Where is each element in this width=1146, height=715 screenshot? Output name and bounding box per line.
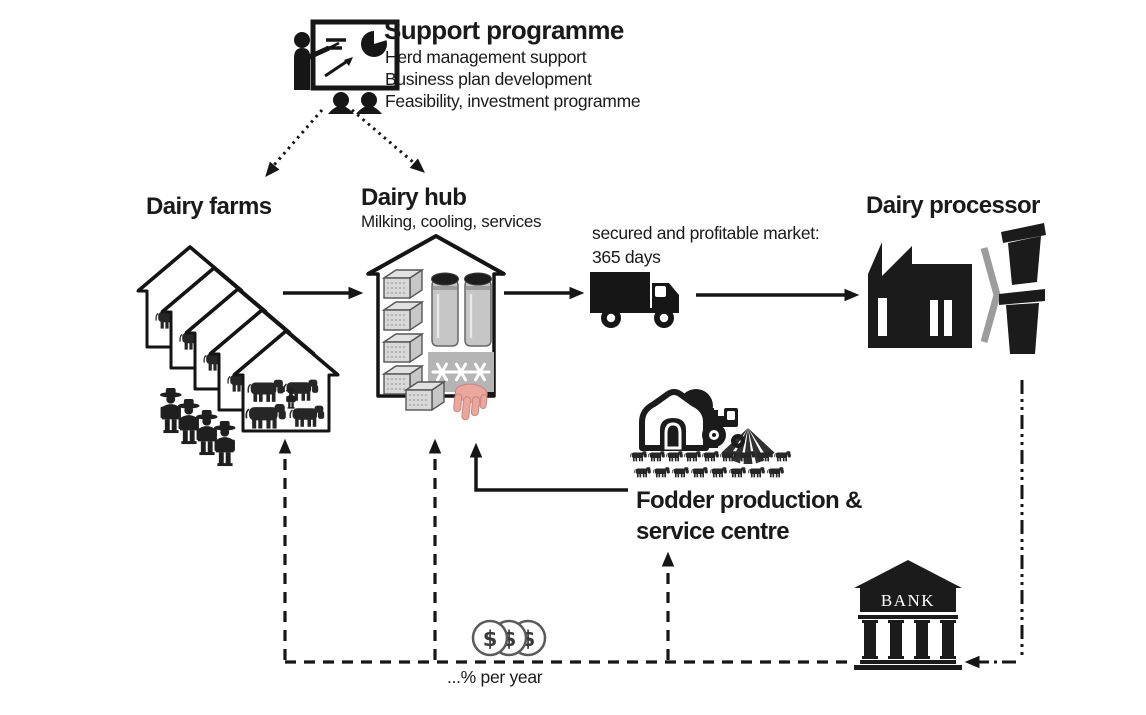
- dashed-line-bank-return: [278, 438, 852, 664]
- fodder-centre-title-line1: Fodder production &: [636, 487, 863, 514]
- coins-icon: $ $ $: [471, 619, 547, 657]
- dotted-arrow-support-to-farms: [265, 109, 324, 177]
- dotted-arrow-support-to-hub: [351, 108, 425, 173]
- dairy-processor-title: Dairy processor: [866, 192, 1040, 219]
- dairy-farms-icon: [136, 245, 340, 433]
- fodder-centre-title-line2: service centre: [636, 518, 790, 545]
- process-chevron-icon: [980, 247, 1001, 343]
- support-programme-presentation-icon: [294, 19, 400, 114]
- dairy-hub-title: Dairy hub: [361, 184, 467, 211]
- cattle-rows-icon: [630, 450, 792, 478]
- coin-dollar-glyph: $: [483, 627, 498, 651]
- bank-icon: BANK: [854, 560, 962, 670]
- dairy-products-icon: [999, 223, 1046, 354]
- factory-icon: [868, 242, 972, 348]
- arrow-hub-to-truck: [504, 286, 585, 300]
- support-service-2: Business plan development: [385, 69, 592, 89]
- dashdot-line-processor-to-bank: [964, 380, 1024, 669]
- market-note-line2: 365 days: [592, 247, 661, 267]
- bank-label: BANK: [881, 591, 935, 610]
- support-service-1: Herd management support: [385, 47, 587, 67]
- arrow-fodder-to-hub: [469, 442, 628, 492]
- dairy-hub-icon: [366, 234, 506, 421]
- support-programme-title: Support programme: [384, 15, 624, 45]
- arrow-truck-to-processor: [696, 288, 860, 302]
- interest-note: ...% per year: [447, 667, 543, 687]
- market-note-line1: secured and profitable market:: [592, 223, 820, 243]
- truck-icon: [590, 272, 679, 328]
- milking-hand-icon: [453, 383, 488, 421]
- support-service-3: Feasibility, investment programme: [385, 91, 641, 111]
- dairy-hub-subtitle: Milking, cooling, services: [361, 212, 542, 231]
- arrow-farms-to-hub: [283, 286, 364, 300]
- dairy-farms-title: Dairy farms: [146, 193, 272, 220]
